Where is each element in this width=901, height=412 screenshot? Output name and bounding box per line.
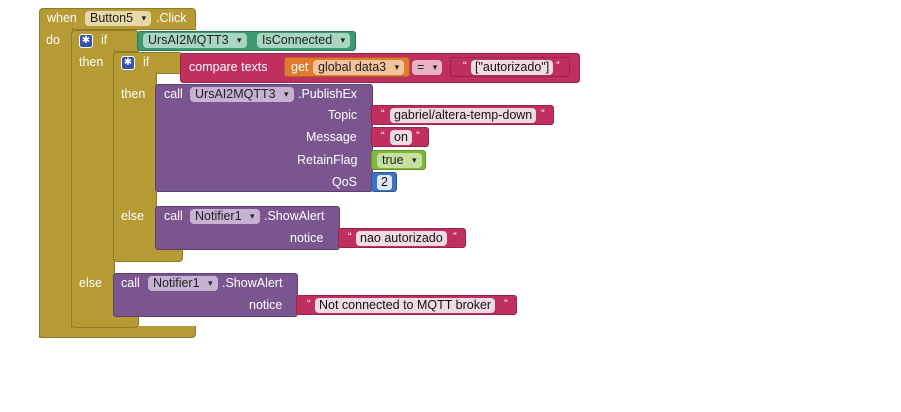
mutator-gear-icon[interactable]: ✱ [121,56,135,70]
chevron-down-icon: ▾ [237,35,242,45]
open-quote-icon: “ [381,108,385,120]
get-label: get [291,60,309,74]
text-field-autorizado[interactable]: ["autorizado"] [471,60,554,75]
component-dropdown-notifier1-outer[interactable]: Notifier1 ▾ [148,276,218,291]
event-block-body-spine [39,28,73,338]
then-label-inner: then [121,87,146,101]
call-label-publish: call [164,87,183,101]
else-label-outer: else [79,276,102,290]
close-quote-icon: ” [416,130,420,142]
component-dropdown-ursai2mqtt3-publish[interactable]: UrsAI2MQTT3 ▾ [190,87,294,102]
if-block-inner-bottom [113,250,183,262]
boolean-dropdown-label: true [382,153,404,167]
component-dropdown-label: UrsAI2MQTT3 [148,33,229,47]
component-dropdown-label: Notifier1 [195,209,242,223]
if-label-outer: if [101,33,108,47]
if-block-outer-bottom [71,316,139,328]
call-label-alert2: call [121,276,140,290]
retainflag-label: RetainFlag [297,153,358,167]
compare-texts-label: compare texts [189,60,268,74]
open-quote-icon: “ [348,231,352,243]
then-label-outer: then [79,55,104,69]
close-quote-icon: ” [504,298,508,310]
text-field-not-connected[interactable]: Not connected to MQTT broker [315,298,496,313]
open-quote-icon: “ [463,60,467,72]
component-dropdown-label: Notifier1 [153,276,200,290]
method-label-showalert-outer: .ShowAlert [222,276,283,290]
if-label-inner: if [143,55,150,69]
property-dropdown-isconnected[interactable]: IsConnected ▾ [257,33,351,48]
boolean-dropdown-true[interactable]: true ▾ [377,153,422,168]
else-label-inner: else [121,209,144,223]
component-dropdown-label: Button5 [90,11,134,25]
message-label: Message [306,130,357,144]
close-quote-icon: ” [541,108,545,120]
chevron-down-icon: ▾ [141,13,147,23]
component-dropdown-label: UrsAI2MQTT3 [195,87,276,101]
text-field-nao-autorizado[interactable]: nao autorizado [356,231,447,246]
property-dropdown-label: IsConnected [262,33,333,47]
component-dropdown-button5[interactable]: Button5 ▾ [85,11,152,26]
variable-dropdown-global-data3[interactable]: global data3 ▾ [313,60,405,75]
publishex-call-block[interactable] [155,84,373,192]
method-label-publishex: .PublishEx [298,87,358,101]
notice-label-outer: notice [249,298,283,312]
event-name-label: .Click [156,11,187,25]
chevron-down-icon: ▾ [250,211,255,221]
chevron-down-icon: ▾ [412,155,417,165]
do-label: do [46,33,60,47]
text-field-topic[interactable]: gabriel/altera-temp-down [390,108,537,123]
when-label: when [47,11,77,25]
open-quote-icon: “ [307,298,311,310]
component-dropdown-ursai2mqtt3[interactable]: UrsAI2MQTT3 ▾ [143,33,247,48]
number-field-qos[interactable]: 2 [377,175,392,190]
chevron-down-icon: ▾ [340,35,346,45]
operator-dropdown[interactable]: = ▾ [412,60,443,75]
notice-label: notice [290,231,324,245]
close-quote-icon: ” [556,60,560,72]
method-label-showalert: .ShowAlert [264,209,325,223]
qos-label: QoS [332,175,358,189]
topic-label: Topic [328,108,358,122]
operator-dropdown-label: = [417,60,425,74]
variable-dropdown-label: global data3 [318,60,387,74]
chevron-down-icon: ▾ [432,62,438,72]
text-field-message[interactable]: on [390,130,412,145]
chevron-down-icon: ▾ [284,89,289,99]
chevron-down-icon: ▾ [394,62,400,72]
if-block-outer-spine [71,50,115,328]
mutator-gear-icon[interactable]: ✱ [79,34,93,48]
chevron-down-icon: ▾ [208,278,213,288]
open-quote-icon: “ [381,130,385,142]
close-quote-icon: ” [453,231,457,243]
event-block-bottom [39,326,196,338]
component-dropdown-notifier1[interactable]: Notifier1 ▾ [190,209,260,224]
call-label-alert1: call [164,209,183,223]
